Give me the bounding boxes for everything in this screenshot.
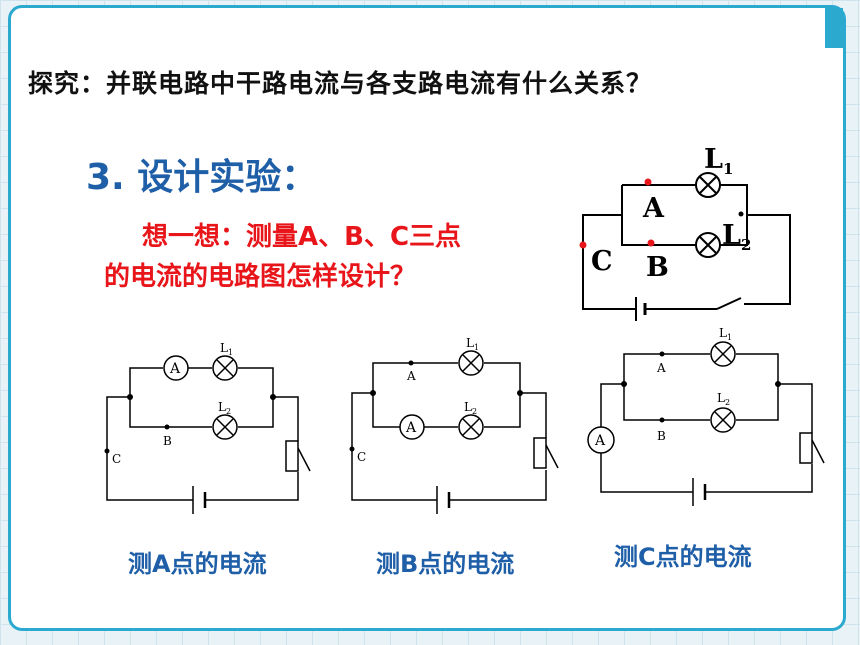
svg-text:A: A	[406, 369, 416, 383]
svg-text:C: C	[112, 452, 121, 466]
svg-text:A: A	[169, 361, 181, 377]
svg-text:L2: L2	[717, 391, 730, 407]
main-circuit-points	[579, 178, 655, 249]
main-lamp1-label: L1	[704, 144, 733, 178]
caption-measure-b: 测B点的电流	[376, 550, 515, 578]
svg-text:L1: L1	[466, 336, 479, 352]
svg-text:A: A	[405, 420, 417, 436]
caption-measure-a: 测A点的电流	[128, 550, 267, 578]
svg-text:B: B	[163, 434, 172, 448]
main-circuit	[582, 172, 791, 321]
circuit-measure-c: A L1 L2 A B	[587, 326, 825, 506]
lamp-l1-symbol	[695, 172, 721, 198]
svg-text:A: A	[594, 433, 606, 449]
slide-card	[8, 5, 846, 631]
svg-text:L2: L2	[464, 400, 477, 416]
caption-measure-c: 测C点的电流	[614, 543, 752, 571]
slide-title: 探究：并联电路中干路电流与各支路电流有什么关系？	[28, 69, 653, 98]
main-point-c-label: C	[591, 246, 613, 277]
svg-text:C: C	[357, 450, 366, 464]
point-a-marker	[644, 178, 652, 186]
corner-tab	[825, 8, 843, 48]
svg-text:A: A	[656, 361, 666, 375]
circuit-measure-b: A L1 L2 A C	[349, 336, 559, 514]
point-b-marker	[647, 239, 655, 247]
main-lamp2-label: L2	[722, 220, 751, 254]
question-line-2: 的电流的电路图怎样设计？	[104, 262, 417, 292]
section-heading: 3. 设计实验：	[86, 157, 318, 198]
point-c-marker	[579, 241, 587, 249]
main-point-a-label: A	[642, 193, 665, 224]
main-point-b-label: B	[646, 252, 669, 283]
svg-text:L1: L1	[719, 326, 732, 342]
lamp-l2-symbol	[695, 232, 721, 258]
circuit-measure-a: A L1 L2 B C	[104, 341, 311, 514]
svg-text:L2: L2	[218, 400, 231, 416]
question-line-1: 想一想：测量A、B、C三点	[142, 222, 462, 252]
svg-text:L1: L1	[220, 341, 233, 357]
svg-text:B: B	[657, 429, 666, 443]
